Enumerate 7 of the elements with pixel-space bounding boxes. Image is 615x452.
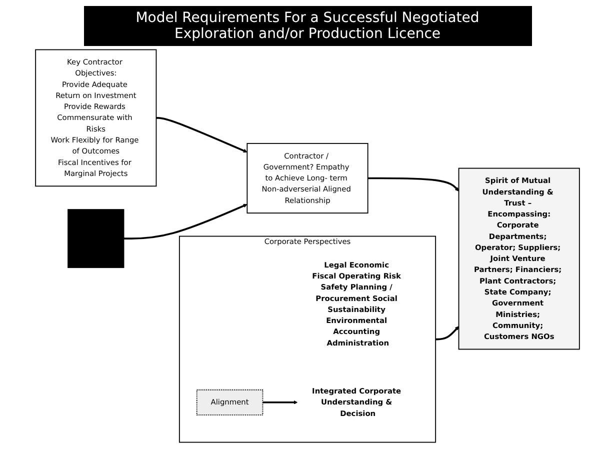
arrow [124,204,248,240]
arrow [156,117,248,153]
arrow [262,400,298,404]
title-banner: Model Requirements For a Successful Negotiated Exploration and/or Production Licence [84,6,532,46]
arrow [436,326,459,340]
arrow [368,177,459,192]
node-box [68,209,124,268]
